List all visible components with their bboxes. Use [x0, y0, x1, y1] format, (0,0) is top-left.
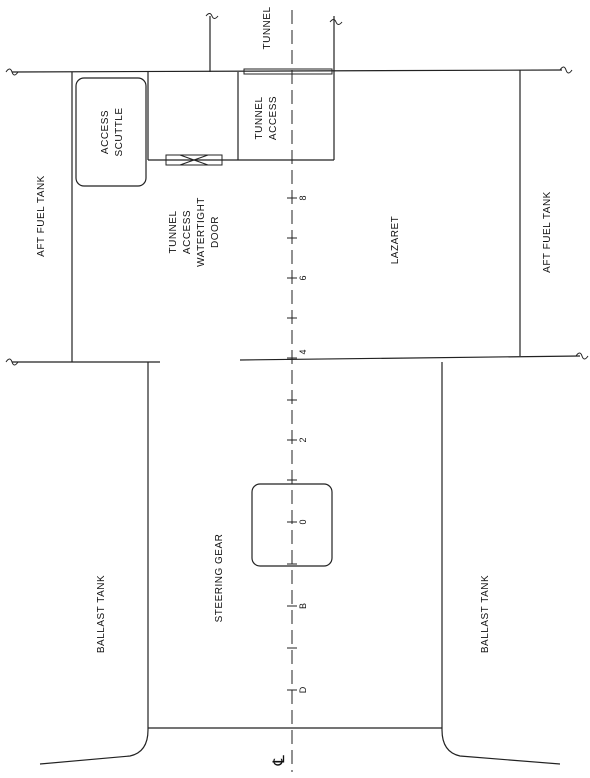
label-watertight-door-3: WATERTIGHT [196, 197, 207, 267]
label-ballast-tank-left: BALLAST TANK [96, 575, 107, 653]
label-aft-fuel-tank-left: AFT FUEL TANK [36, 175, 47, 257]
tick-label-4: 4 [298, 349, 308, 354]
access-scuttle [75, 77, 147, 187]
watertight-door-symbol [165, 154, 223, 166]
tick-label-d: D [298, 686, 308, 693]
label-watertight-door-2: ACCESS [182, 210, 193, 254]
tunnel-plate [243, 68, 333, 75]
label-ballast-tank-right: BALLAST TANK [480, 575, 491, 653]
centerline-symbol: ℄ [271, 754, 288, 766]
label-tunnel-access-2: ACCESS [268, 96, 279, 140]
label-watertight-door-1: TUNNEL [168, 210, 179, 253]
label-watertight-door-4: DOOR [210, 216, 221, 248]
tick-label-2: 2 [298, 437, 308, 442]
label-access-scuttle-2: SCUTTLE [114, 107, 125, 156]
label-lazaret: LAZARET [390, 216, 401, 265]
label-tunnel-top: TUNNEL [262, 6, 273, 49]
middle-bulkhead [5, 352, 589, 366]
tick-label-6: 6 [298, 275, 308, 280]
upper-bulkhead [5, 66, 573, 76]
tick-label-b: B [298, 603, 308, 609]
tick-label-0: 0 [298, 519, 308, 524]
frame-ticks [287, 197, 297, 691]
label-aft-fuel-tank-right: AFT FUEL TANK [542, 191, 553, 273]
tick-label-8: 8 [298, 195, 308, 200]
label-access-scuttle-1: ACCESS [100, 110, 111, 154]
steering-gear-compartment [39, 362, 561, 765]
label-steering-gear: STEERING GEAR [214, 534, 225, 623]
tunnel-access-box [148, 13, 343, 161]
label-tunnel-access-1: TUNNEL [254, 96, 265, 139]
